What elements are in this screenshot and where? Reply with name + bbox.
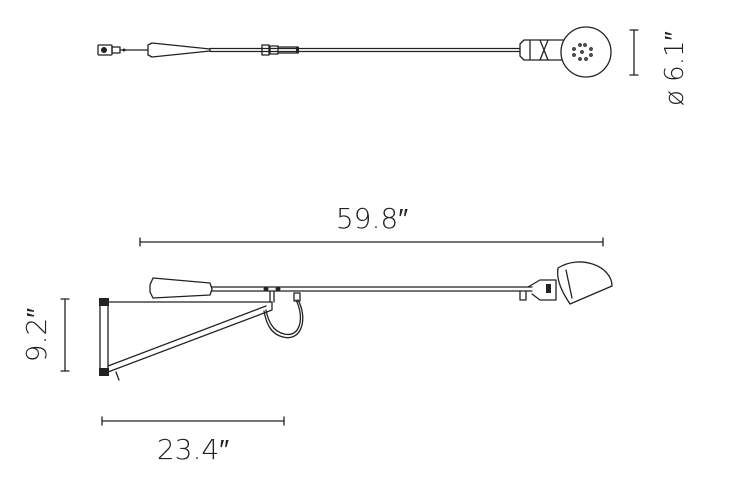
depth-label: 23.4″: [157, 433, 229, 466]
depth-dimension-line: [101, 416, 285, 426]
side-view: [99, 261, 613, 381]
top-view-arm: [209, 44, 521, 56]
diameter-label: ø 6.1″: [660, 31, 690, 106]
side-view-counterweight: [149, 277, 213, 299]
length-dimension-line: [139, 237, 604, 247]
side-view-arm: [211, 286, 533, 292]
top-view-counterweight: [147, 42, 211, 58]
top-view: [97, 26, 639, 78]
side-view-wall-bracket: [99, 298, 273, 381]
top-view-lamp-head: [519, 26, 612, 78]
height-dimension-line: [60, 298, 70, 372]
length-label: 59.8″: [336, 202, 408, 235]
height-label: 9.2″: [20, 308, 53, 363]
top-view-wall-mount: [97, 44, 149, 56]
side-view-lamp-head: [519, 261, 613, 305]
side-view-post: [263, 290, 304, 339]
diameter-dimension-line: [629, 29, 639, 76]
